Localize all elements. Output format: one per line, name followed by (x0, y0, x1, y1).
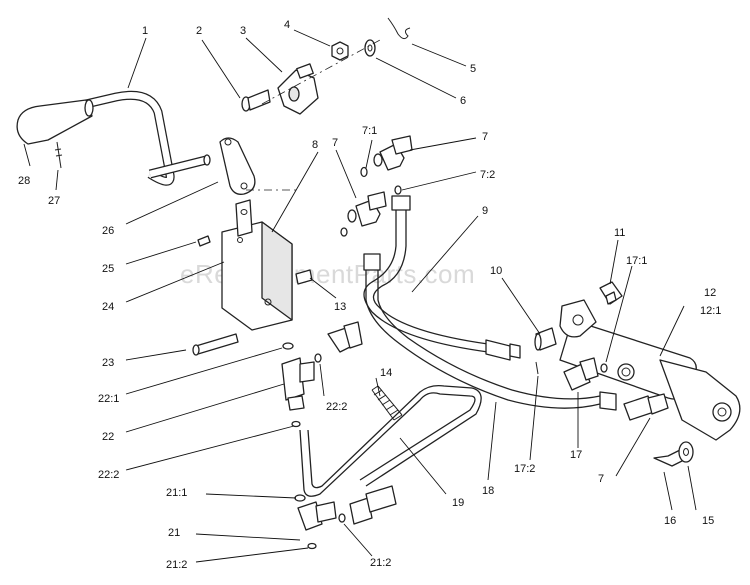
o-ring-17-1 (600, 363, 608, 373)
callout-2: 2 (196, 25, 202, 37)
elbow-fitting-upper (373, 135, 413, 171)
callout-22-2-right: 22:2 (326, 401, 347, 413)
centerline-pin-axis (261, 39, 381, 105)
callout-9: 9 (482, 205, 488, 217)
valve-screw-small (197, 235, 211, 247)
mounting-bracket (599, 281, 623, 305)
callout-12: 12 (704, 287, 716, 299)
cotter-pin (535, 361, 539, 375)
hydraulic-tube-19 (299, 384, 482, 497)
clevis-pin (534, 327, 557, 351)
callout-21-1: 21:1 (166, 487, 187, 499)
hydraulic-hose-18 (363, 253, 617, 411)
relief-spring (371, 385, 403, 421)
straight-fitting-21 (349, 485, 397, 525)
lever-knob (16, 99, 94, 145)
callout-7-upper: 7 (482, 131, 488, 143)
elbow-fitting-lower (340, 191, 387, 237)
callout-21-2-left: 21:2 (166, 559, 187, 571)
hair-pin-clip (387, 17, 411, 40)
control-lever (84, 90, 211, 186)
straight-fitting-22 (327, 321, 363, 353)
callout-1: 1 (142, 25, 148, 37)
callout-15: 15 (702, 515, 714, 527)
o-ring-22-2-lower (291, 420, 301, 428)
callout-14: 14 (380, 367, 392, 379)
callout-8: 8 (312, 139, 318, 151)
callout-21-2-right: 21:2 (370, 557, 391, 569)
callout-13: 13 (334, 301, 346, 313)
cylinder-rod-end (559, 299, 597, 338)
callout-22-1: 22:1 (98, 393, 119, 405)
callout-23: 23 (102, 357, 114, 369)
callout-24: 24 (102, 301, 114, 313)
o-ring-7-2 (394, 185, 402, 195)
callout-17-1: 17:1 (626, 255, 647, 267)
callout-12-1: 12:1 (700, 305, 721, 317)
callout-19: 19 (452, 497, 464, 509)
o-ring-21-2 (338, 513, 346, 523)
callout-17: 17 (570, 449, 582, 461)
callout-7-2: 7:2 (480, 169, 495, 181)
callout-7-cylinder: 7 (598, 473, 604, 485)
leader-lines (23, 29, 697, 563)
callout-3: 3 (240, 25, 246, 37)
o-ring-22-1 (282, 342, 294, 350)
callout-5: 5 (470, 63, 476, 75)
callout-18: 18 (482, 485, 494, 497)
callout-28: 28 (18, 175, 30, 187)
callout-21: 21 (168, 527, 180, 539)
pivot-pin (241, 89, 271, 112)
elbow-fitting-17 (563, 357, 599, 391)
callout-22: 22 (102, 431, 114, 443)
tee-fitting-22 (281, 357, 315, 411)
straight-fitting-7 (623, 393, 669, 421)
callout-labels: 1 2 3 4 5 6 28 27 26 8 7 7:1 7 7:2 25 24… (18, 19, 721, 571)
hydraulic-hose-9 (363, 195, 521, 361)
callout-22-2-left: 22:2 (98, 469, 119, 481)
callout-4: 4 (284, 19, 290, 31)
control-valve-body (221, 199, 293, 331)
callout-26: 26 (102, 225, 114, 237)
valve-bolt (192, 333, 239, 356)
washer-15 (678, 441, 694, 463)
knob-screw (54, 141, 63, 169)
o-ring-21-1 (294, 494, 306, 502)
lock-nut (331, 41, 349, 61)
callout-17-2: 17:2 (514, 463, 535, 475)
callout-7-valve: 7 (332, 137, 338, 149)
o-ring-7-1 (360, 166, 368, 178)
callout-27: 27 (48, 195, 60, 207)
hydraulic-cylinder (559, 319, 741, 441)
callout-25: 25 (102, 263, 114, 275)
callout-11: 11 (614, 227, 625, 239)
link-plate (219, 137, 256, 195)
flat-washer (364, 39, 376, 57)
callout-16: 16 (664, 515, 676, 527)
elbow-fitting-21 (297, 501, 337, 550)
o-ring-22-2-upper (314, 353, 322, 363)
lever-bracket (277, 63, 319, 115)
callout-7-1: 7:1 (362, 125, 377, 137)
callout-6: 6 (460, 95, 466, 107)
callout-10: 10 (490, 265, 502, 277)
